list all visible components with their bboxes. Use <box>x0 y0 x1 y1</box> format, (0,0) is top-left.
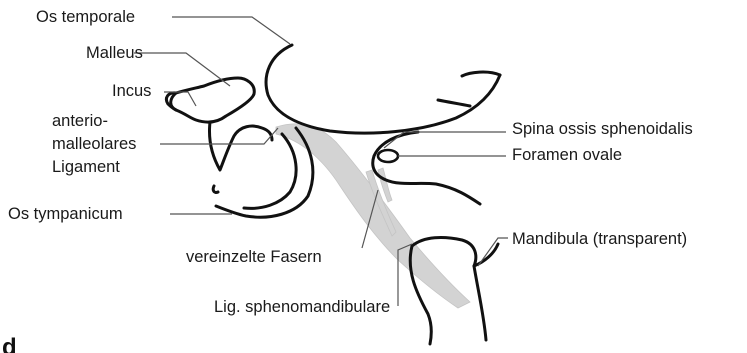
label-foramen-ovale: Foramen ovale <box>512 146 622 164</box>
incus-lower <box>209 122 272 170</box>
label-os-temporale: Os temporale <box>36 8 135 26</box>
leader-os-temporale <box>172 17 290 44</box>
label-os-tympanicum: Os tympanicum <box>8 205 123 223</box>
os-tympanicum-inner <box>244 134 296 208</box>
label-spina-ossis-sphenoidalis: Spina ossis sphenoidalis <box>512 120 693 138</box>
label-ligament-line3: Ligament <box>52 158 120 176</box>
mandibula-tip <box>474 266 486 340</box>
panel-letter: d <box>2 334 17 353</box>
ligament-band <box>276 124 470 308</box>
label-vereinzelte-fasern: vereinzelte Fasern <box>186 248 322 266</box>
leader-ligament <box>160 128 278 144</box>
label-malleus: Malleus <box>86 44 143 62</box>
os-temporale-outline <box>266 45 500 133</box>
label-lig-sphenomandibulare: Lig. sphenomandibulare <box>214 298 390 316</box>
foramen-ovale-outline <box>378 150 398 162</box>
label-incus: Incus <box>112 82 151 100</box>
os-tympanicum-tip <box>213 186 218 193</box>
label-mandibula: Mandibula (transparent) <box>512 230 687 248</box>
temporale-process <box>462 72 500 76</box>
label-ligament-line1: anterio- <box>52 112 108 130</box>
malleus-incus-outline <box>171 78 255 122</box>
temporale-inner-fold <box>438 100 470 106</box>
label-ligament-line2: malleolares <box>52 135 136 153</box>
